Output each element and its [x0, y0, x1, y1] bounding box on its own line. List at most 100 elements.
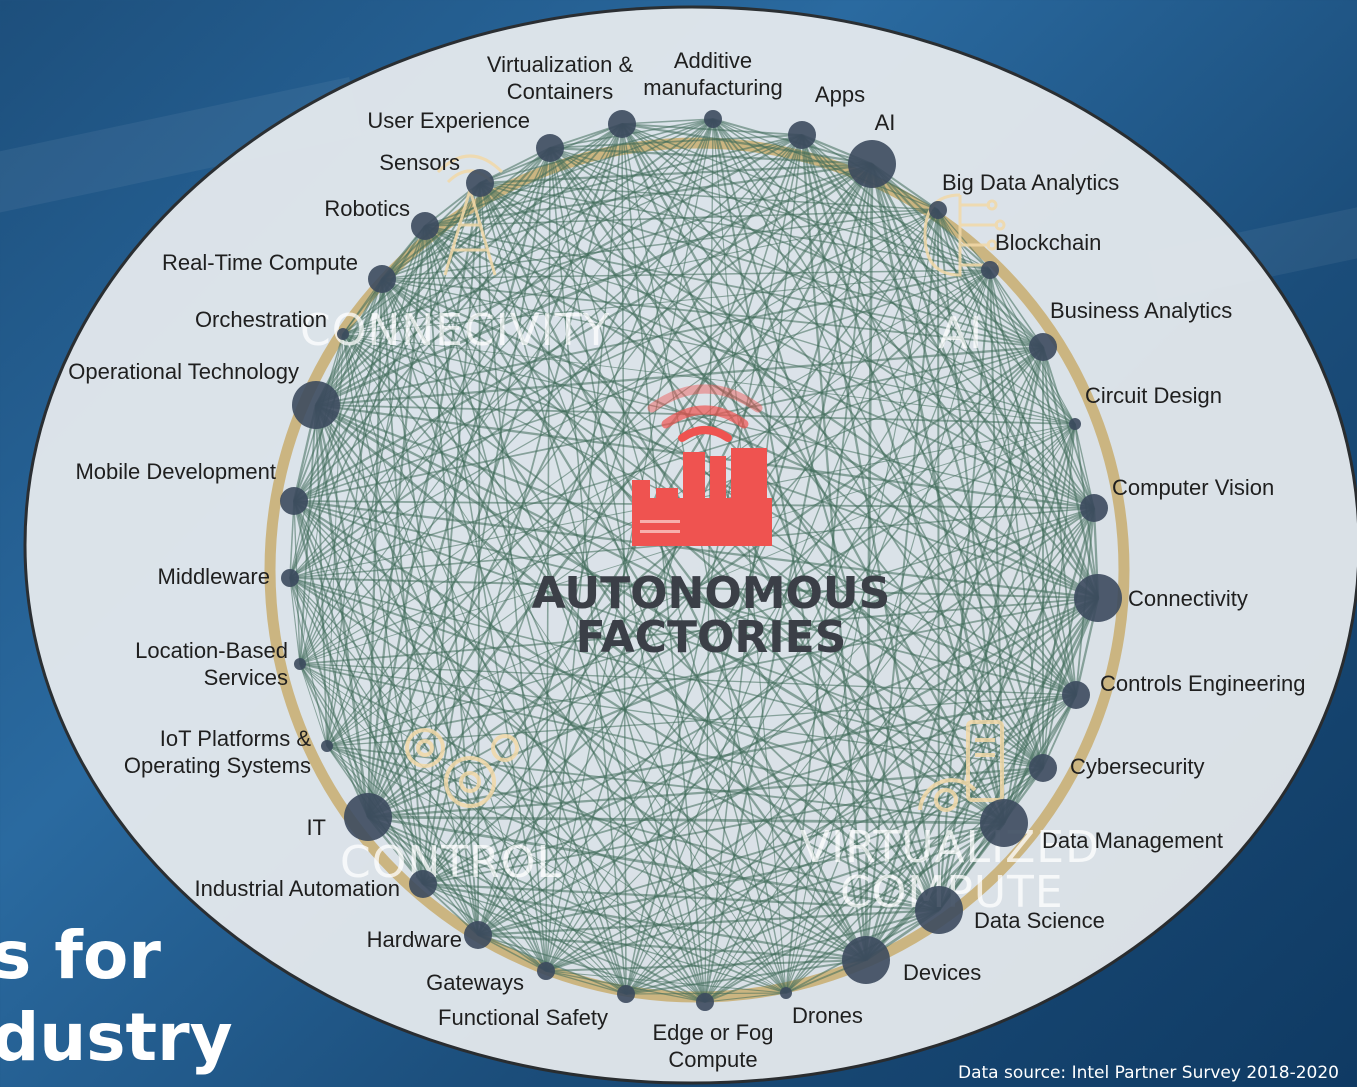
edge-datasci-hardware — [477, 908, 940, 937]
edge-blockchain-vision — [989, 269, 1095, 509]
edge-devices-sensors — [478, 182, 868, 961]
edge-blockchain-gateways — [545, 269, 991, 972]
edge-bizanalytics-ux — [549, 147, 1044, 348]
node-rtc — [368, 265, 396, 293]
edge-connectivity-middleware — [289, 577, 1099, 599]
edge-datamgmt-it — [367, 815, 1005, 825]
edge-bizanalytics-middleware — [289, 346, 1044, 579]
node-label-iot: IoT Platforms &Operating Systems — [124, 726, 311, 778]
node-virt — [608, 110, 636, 138]
edge-edge-middleware — [289, 577, 706, 1003]
edge-blockchain-bizanalytics — [989, 269, 1044, 348]
edge-additive-blockchain — [712, 118, 991, 271]
node-gateways — [537, 962, 555, 980]
edge-drones-sensors — [479, 182, 787, 994]
edge-bizanalytics-edge — [704, 346, 1044, 1003]
node-label-datasci: Data Science — [974, 908, 1105, 933]
edge-lbs-middleware — [289, 577, 301, 665]
node-label-ux: User Experience — [367, 108, 530, 133]
edge-vision-orch — [342, 333, 1095, 509]
edge-hardware-lbs — [299, 663, 479, 936]
edge-devices-orch — [342, 333, 867, 961]
edge-industrial-rtc — [381, 278, 424, 885]
edge-ot-sensors — [315, 182, 481, 406]
node-ux — [536, 134, 564, 162]
edge-rtc-ux — [381, 147, 551, 280]
node-label-cyber: Cybersecurity — [1070, 754, 1204, 779]
edge-datasci-middleware — [289, 577, 940, 911]
gears-icon — [405, 728, 519, 808]
edge-iot-rtc — [326, 278, 383, 747]
node-label-drones: Drones — [792, 1003, 863, 1028]
edge-edge-ux — [549, 147, 706, 1003]
edge-vision-ux — [549, 147, 1095, 509]
edge-cyber-lbs — [299, 663, 1044, 769]
node-label-devices: Devices — [903, 960, 981, 985]
node-vision — [1080, 494, 1108, 522]
node-safety — [617, 985, 635, 1003]
edge-lbs-ux — [299, 147, 551, 665]
edge-bigdata-iot — [326, 209, 939, 747]
edge-it-lbs — [299, 663, 369, 818]
node-label-connectivity: Connectivity — [1128, 586, 1248, 611]
node-bigdata — [929, 201, 947, 219]
edge-orch-ux — [342, 147, 551, 335]
edge-lbs-orch — [299, 333, 344, 665]
edge-controls-ux — [549, 147, 1077, 696]
edge-virt-ai — [621, 122, 873, 166]
edge-datasci-orch — [342, 333, 940, 911]
node-label-controls: Controls Engineering — [1100, 671, 1305, 696]
edge-safety-robotics — [424, 225, 627, 995]
node-blockchain — [981, 261, 999, 279]
edge-industrial-mobile — [293, 500, 424, 885]
node-apps — [788, 121, 816, 149]
node-drones — [780, 987, 792, 999]
node-edge — [696, 993, 714, 1011]
node-lbs — [294, 658, 306, 670]
edge-connectivity-safety — [625, 597, 1099, 995]
edge-circuit-datasci — [938, 423, 1076, 911]
edge-vision-cyber — [1042, 507, 1095, 769]
edge-gateways-mobile — [293, 500, 547, 972]
node-label-sensors: Sensors — [379, 150, 460, 175]
edge-devices-robotics — [424, 225, 867, 961]
edge-lbs-ot — [299, 404, 317, 665]
edge-devices-lbs — [299, 663, 867, 961]
node-circuit — [1069, 418, 1081, 430]
edge-circuit-vision — [1074, 423, 1095, 509]
node-ot — [292, 381, 340, 429]
node-controls — [1062, 681, 1090, 709]
wifi-icon — [647, 384, 763, 442]
edge-vision-iot — [326, 507, 1095, 747]
footer-title-line2: dustry — [0, 999, 233, 1076]
node-label-hardware: Hardware — [367, 927, 462, 952]
node-label-virt: Virtualization &Containers — [487, 52, 634, 104]
edge-bizanalytics-controls — [1042, 346, 1077, 696]
edge-drones-ot — [315, 404, 787, 994]
edge-safety-ux — [549, 147, 627, 995]
edge-edge-sensors — [479, 182, 706, 1003]
edge-drones-rtc — [381, 278, 787, 994]
edge-iot-middleware — [289, 577, 328, 747]
edge-datamgmt-ux — [549, 147, 1005, 824]
edge-it-rtc — [366, 278, 384, 818]
center-title-line2: FACTORIES — [576, 612, 847, 663]
edge-it-ux — [366, 147, 552, 818]
node-label-rtc: Real-Time Compute — [162, 250, 358, 275]
node-label-orch: Orchestration — [195, 307, 327, 332]
edge-gateways-sensors — [479, 182, 547, 972]
server-gauge-icon — [918, 720, 1004, 812]
edge-cyber-hardware — [477, 767, 1044, 936]
edge-edge-robotics — [424, 225, 706, 1003]
edge-gateways-ux — [545, 147, 551, 972]
edge-gateways-ot — [315, 404, 547, 972]
node-bizanalytics — [1029, 333, 1057, 361]
node-connectivity — [1074, 574, 1122, 622]
edge-virt-additive — [621, 118, 714, 125]
edge-lbs-robotics — [299, 225, 426, 665]
edge-ai-drones — [785, 163, 873, 994]
edge-apps-it — [367, 134, 803, 818]
edge-blockchain-sensors — [479, 182, 991, 271]
